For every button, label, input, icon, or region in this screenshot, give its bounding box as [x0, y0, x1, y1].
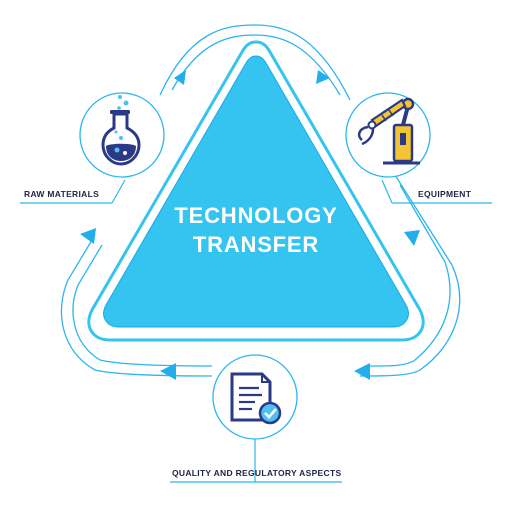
raw-materials-label: RAW MATERIALS	[24, 189, 99, 199]
node-raw-materials: RAW MATERIALS	[20, 92, 165, 204]
title-line-2: TRANSFER	[193, 232, 319, 257]
node-equipment: EQUIPMENT	[345, 92, 492, 204]
arrow-bottom-left	[160, 363, 176, 380]
document-check-icon	[230, 372, 282, 425]
quality-label: QUALITY AND REGULATORY ASPECTS	[172, 468, 341, 478]
robotic-arm-icon	[357, 97, 420, 165]
cycle-path	[60, 24, 461, 377]
title-line-1: TECHNOLOGY	[174, 203, 337, 228]
equipment-label: EQUIPMENT	[418, 189, 472, 199]
central-triangle: TECHNOLOGY TRANSFER	[87, 40, 425, 342]
flask-icon	[101, 95, 141, 166]
arrow-raw-to-top	[174, 70, 186, 85]
arrow-bottom-right	[354, 363, 370, 380]
arrow-left-up	[80, 228, 96, 244]
arrow-equipment-down	[404, 230, 420, 246]
cycle-arc-right	[359, 174, 461, 377]
cycle-arc-bottom	[60, 234, 213, 377]
cycle-arrows	[80, 70, 420, 380]
arrow-top-to-equipment	[316, 70, 330, 84]
cycle-arc-top	[159, 24, 351, 101]
node-quality: QUALITY AND REGULATORY ASPECTS	[170, 354, 342, 483]
